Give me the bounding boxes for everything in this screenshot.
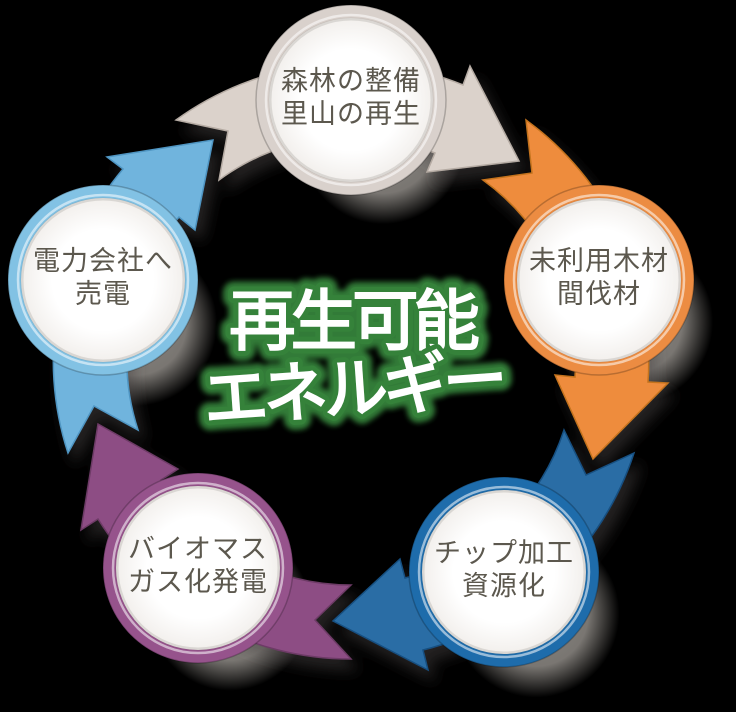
- forest-label-line2: 里山の再生: [281, 99, 421, 129]
- node-chip: チップ加工 資源化: [408, 476, 600, 668]
- chip-label-line1: チップ加工: [434, 538, 574, 568]
- node-unused-wood: 未利用木材 間伐材: [503, 184, 695, 376]
- center-title-front: 再生可能 エネルギー: [196, 281, 510, 442]
- forest-face: [269, 18, 433, 182]
- unused-wood-label-line2: 間伐材: [557, 279, 641, 309]
- svg-text:再生可能: 再生可能: [229, 286, 479, 359]
- biomass-face: [116, 486, 280, 650]
- chip-face: [422, 490, 586, 654]
- center-title: 再生可能 エネルギー 再生可能 エネルギー: [191, 276, 515, 447]
- forest-label-line1: 森林の整備: [281, 66, 421, 96]
- sell-power-label-line1: 電力会社へ: [33, 246, 173, 276]
- chip-label-line2: 資源化: [462, 571, 546, 601]
- sell-power-face: [21, 198, 185, 362]
- title-line1: 再生可能: [229, 286, 479, 359]
- node-biomass: バイオマス ガス化発電: [102, 472, 294, 664]
- sell-power-label-line2: 売電: [75, 279, 131, 309]
- node-forest: 森林の整備 里山の再生: [255, 4, 447, 196]
- biomass-label-line2: ガス化発電: [128, 567, 268, 597]
- unused-wood-label-line1: 未利用木材: [529, 246, 669, 276]
- biomass-label-line1: バイオマス: [128, 534, 268, 564]
- node-sell-power: 電力会社へ 売電: [7, 184, 199, 376]
- unused-wood-face: [517, 198, 681, 362]
